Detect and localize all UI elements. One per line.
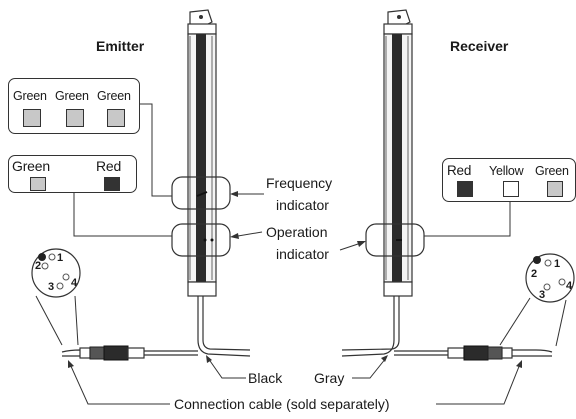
emitter-operation-window bbox=[171, 223, 231, 257]
freq-lamp-label-2: Green bbox=[55, 89, 89, 103]
recv-lamp-green bbox=[547, 181, 563, 197]
receiver-cable-connector bbox=[394, 345, 553, 361]
receiver-pin-4: 4 bbox=[566, 280, 573, 292]
emitter-pin-4: 4 bbox=[71, 277, 78, 289]
emitter-operation-lamps bbox=[8, 155, 135, 191]
frequency-callout-line1: Frequency bbox=[266, 175, 333, 191]
emitter-operation-indicator-content: Green Red bbox=[8, 155, 135, 191]
emitter-pin-3: 3 bbox=[48, 281, 55, 293]
receiver-connector-face bbox=[499, 253, 575, 347]
freq-lamp-1 bbox=[23, 109, 41, 127]
emitter-light-curtain bbox=[187, 9, 251, 357]
gray-cable-label: Gray bbox=[314, 370, 345, 386]
freq-lamp-2 bbox=[66, 109, 84, 127]
emitter-cable-connector bbox=[61, 345, 198, 361]
emitter-pin-2: 2 bbox=[35, 260, 42, 272]
receiver-pin-2: 2 bbox=[531, 268, 538, 280]
receiver-pin-3: 3 bbox=[539, 289, 546, 301]
recv-lamp-label-green: Green bbox=[535, 164, 569, 178]
recv-lamp-red bbox=[457, 181, 473, 197]
recv-lamp-label-yellow: Yellow bbox=[489, 164, 524, 178]
freq-lamp-label-3: Green bbox=[97, 89, 131, 103]
frequency-indicator-window bbox=[171, 176, 231, 210]
op-lamp-label-green: Green bbox=[12, 158, 50, 174]
op-lamp-green bbox=[30, 177, 46, 191]
operation-callout-line1: Operation bbox=[266, 224, 328, 240]
receiver-pin-1: 1 bbox=[554, 258, 561, 270]
operation-callout-line2: indicator bbox=[276, 246, 329, 262]
black-cable-label: Black bbox=[248, 370, 283, 386]
op-lamp-label-red: Red bbox=[96, 158, 122, 174]
op-lamp-red bbox=[104, 177, 120, 191]
receiver-light-curtain bbox=[341, 9, 413, 357]
recv-lamp-label-red: Red bbox=[447, 163, 472, 178]
freq-lamp-label-1: Green bbox=[13, 89, 47, 103]
receiver-title: Receiver bbox=[450, 38, 509, 54]
receiver-operation-window bbox=[365, 223, 425, 257]
freq-lamp-3 bbox=[107, 109, 125, 127]
connection-cable-label: Connection cable (sold separately) bbox=[174, 396, 390, 412]
receiver-indicator-box: Red Yellow Green bbox=[442, 158, 576, 202]
emitter-frequency-indicator-box: Green Green Green bbox=[8, 78, 140, 134]
recv-lamp-yellow bbox=[503, 181, 519, 197]
frequency-callout-line2: indicator bbox=[276, 197, 329, 213]
emitter-title: Emitter bbox=[96, 38, 145, 54]
emitter-connector-face bbox=[31, 248, 81, 346]
emitter-pin-1: 1 bbox=[57, 252, 64, 264]
